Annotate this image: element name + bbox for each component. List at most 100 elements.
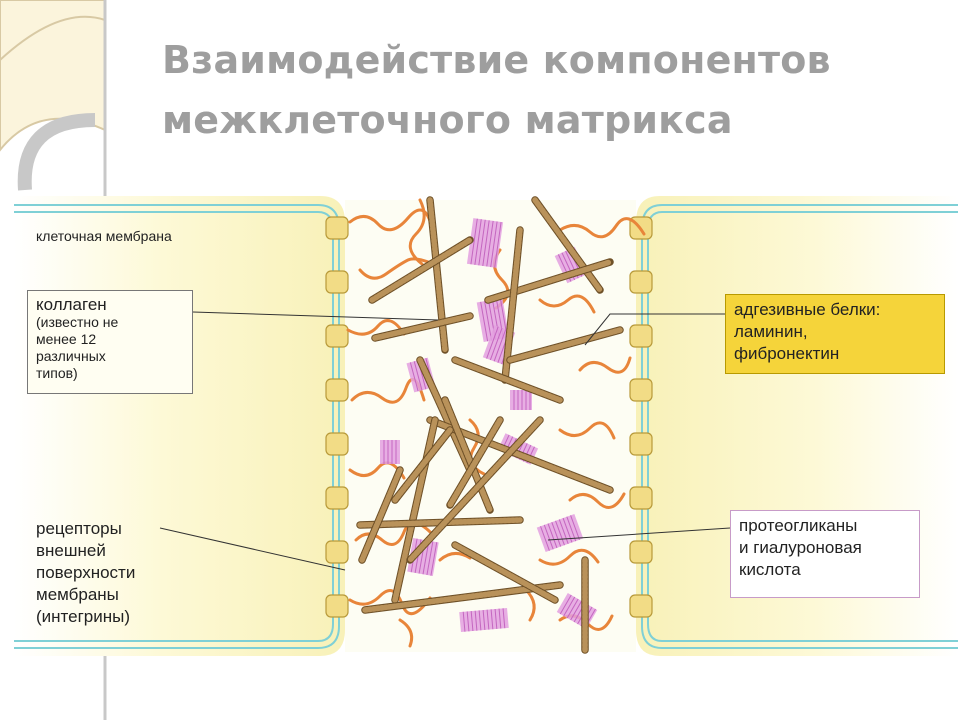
- proteoglycan-bristle: [409, 362, 419, 392]
- proteoglycans-line-2: и гиалуроновая: [739, 538, 862, 557]
- collagen-fiber: [502, 227, 523, 383]
- adhesive-protein-fiber: [558, 217, 646, 239]
- integrin-receptor: [629, 594, 653, 618]
- receptors-line-2: внешней: [36, 541, 106, 560]
- adhesive-line-3: фибронектин: [734, 344, 840, 363]
- integrin-receptor: [629, 432, 653, 456]
- proteoglycan-bristle: [547, 523, 558, 549]
- collagen-note-3: различных: [36, 348, 106, 364]
- adhesive-protein-fiber: [568, 492, 626, 509]
- proteoglycan-patch: [407, 538, 439, 576]
- proteoglycan-bristle: [551, 521, 562, 547]
- adhesive-protein-fiber: [398, 618, 414, 648]
- receptors-line-5: (интегрины): [36, 607, 131, 626]
- slide-title-line1: Взаимодействие компонентов: [162, 38, 831, 82]
- proteoglycan-patch: [466, 218, 504, 268]
- leader-lines: [159, 311, 731, 571]
- adhesive-protein-fiber: [538, 548, 600, 566]
- integrin-receptors-label: рецепторы внешней поверхности мембраны (…: [36, 518, 135, 628]
- collagen-fiber: [359, 467, 403, 563]
- integrin-receptor: [325, 486, 349, 510]
- proteoglycan-bristle: [462, 611, 466, 632]
- collagen-label-box: коллаген (известно не менее 12 различных…: [27, 290, 193, 394]
- proteoglycan-bristle: [422, 540, 430, 575]
- collagen-note-2: менее 12: [36, 331, 97, 347]
- proteoglycan-patch: [459, 607, 509, 633]
- adhesive-protein-fiber: [538, 294, 596, 314]
- collagen-note-4: типов): [36, 365, 78, 381]
- proteoglycan-bristle: [474, 219, 482, 265]
- collagen-fiber: [507, 327, 623, 363]
- proteoglycan-bristle: [494, 221, 502, 268]
- integrin-receptor: [325, 432, 349, 456]
- cell-membrane-label: клеточная мембрана: [36, 228, 172, 244]
- proteoglycans-line-3: кислота: [739, 560, 801, 579]
- proteoglycan-bristle: [493, 329, 507, 362]
- integrin-receptor: [629, 324, 653, 348]
- proteoglycans-line-1: протеогликаны: [739, 516, 858, 535]
- proteoglycan-bristle: [470, 218, 478, 265]
- collagen-fiber: [362, 582, 563, 613]
- proteoglycan-bristle: [430, 542, 438, 576]
- collagen-fiber: [485, 259, 613, 303]
- integrin-receptor: [325, 594, 349, 618]
- integrin-receptor: [629, 270, 653, 294]
- integrin-receptor: [325, 270, 349, 294]
- collagen-fiber: [417, 357, 473, 473]
- proteoglycan-patch: [510, 390, 532, 410]
- proteoglycan-bristle: [563, 596, 576, 617]
- integrin-receptor: [629, 540, 653, 564]
- integrin-receptor: [325, 540, 349, 564]
- proteoglycan-bristle: [482, 220, 490, 266]
- proteoglycan-bristle: [494, 608, 498, 629]
- proteoglycan-patch: [380, 440, 400, 464]
- receptor-group: [325, 216, 653, 618]
- proteoglycan-patch: [536, 513, 584, 553]
- proteoglycan-bristle: [486, 220, 494, 267]
- adhesive-protein-fiber: [558, 421, 616, 440]
- integrin-receptor: [325, 378, 349, 402]
- adhesive-protein-fiber: [358, 257, 440, 280]
- adhesive-proteins-box: адгезивные белки: ламинин, фибронектин: [725, 294, 945, 374]
- proteoglycan-body: [510, 390, 532, 410]
- collagen-fiber: [442, 397, 493, 513]
- proteoglycan-bristle: [570, 515, 580, 540]
- proteoglycan-bristle: [482, 609, 486, 631]
- adhesive-line-1: адгезивные белки:: [734, 300, 881, 319]
- proteoglycan-bristle: [426, 541, 434, 576]
- adhesive-line-2: ламинин,: [734, 322, 808, 341]
- proteoglycan-bristle: [543, 524, 554, 550]
- proteoglycan-bristle: [502, 608, 506, 629]
- collagen-label: коллаген: [36, 295, 107, 314]
- proteoglycan-bristle: [570, 600, 583, 621]
- collagen-fiber-group: [356, 196, 624, 654]
- adhesive-protein-fiber: [346, 319, 406, 336]
- receptors-line-4: мембраны: [36, 585, 119, 604]
- proteoglycan-bristle: [540, 526, 550, 551]
- adhesive-protein-fiber: [438, 552, 472, 562]
- integrin-receptor: [629, 378, 653, 402]
- collagen-fiber: [372, 313, 473, 341]
- integrin-receptor: [325, 216, 349, 240]
- proteoglycan-bristle: [486, 609, 490, 630]
- left-membrane: [14, 204, 340, 649]
- proteoglycan-bristle: [566, 598, 579, 619]
- collagen-fiber: [447, 417, 503, 508]
- collagen-fiber: [532, 197, 603, 293]
- receptors-line-1: рецепторы: [36, 519, 122, 538]
- adhesive-protein-fiber: [348, 461, 406, 480]
- proteoglycan-bristle: [489, 327, 503, 361]
- collagen-note-1: (известно не: [36, 314, 119, 330]
- adhesive-protein-fiber: [348, 589, 432, 615]
- right-membrane: [641, 204, 958, 649]
- integrin-receptor: [629, 486, 653, 510]
- proteoglycan-body: [380, 440, 400, 464]
- collagen-fiber: [392, 417, 438, 603]
- collagen-fiber: [452, 357, 563, 403]
- proteoglycan-bristle: [466, 611, 470, 632]
- proteoglycan-bristle: [474, 610, 478, 631]
- proteoglycan-bristle: [490, 609, 494, 630]
- proteoglycan-bristle: [490, 221, 498, 268]
- slide-title-line2: межклеточного матрикса: [162, 98, 733, 142]
- proteoglycan-bristle: [478, 610, 482, 631]
